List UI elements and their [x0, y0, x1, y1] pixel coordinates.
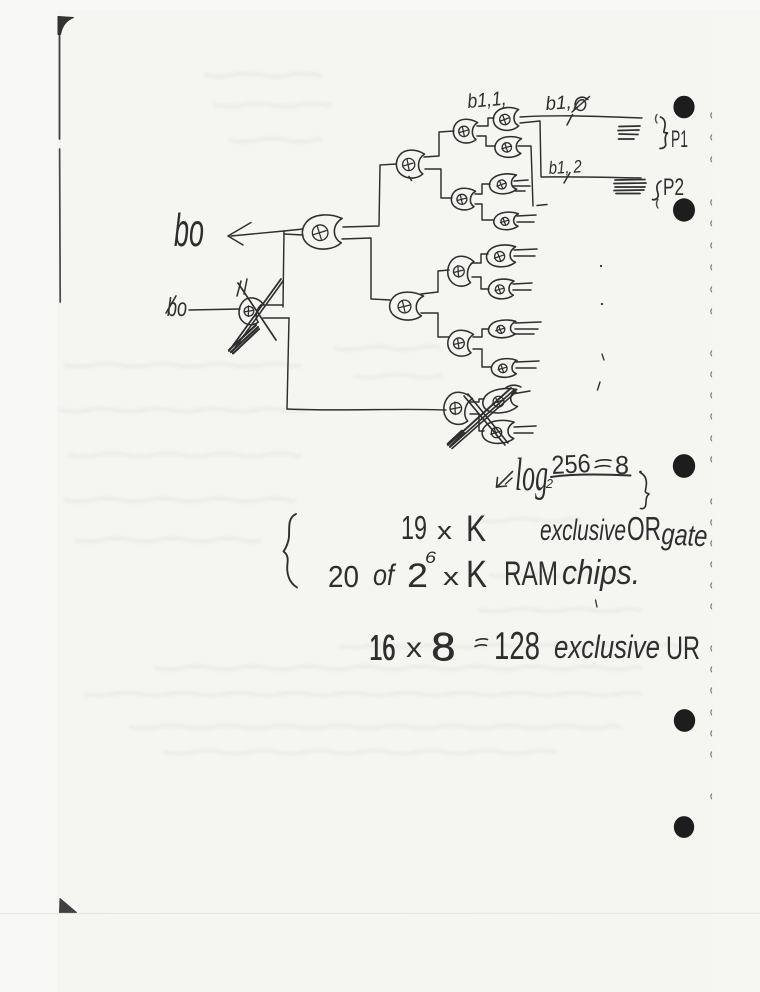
svg-text:log: log: [515, 449, 548, 501]
svg-text:OR: OR: [627, 510, 661, 547]
svg-text:b1, 2: b1, 2: [548, 156, 582, 178]
svg-text:8: 8: [432, 625, 456, 669]
svg-text:2: 2: [407, 557, 428, 595]
svg-text:P1: P1: [671, 126, 688, 153]
svg-text:bo: bo: [167, 292, 187, 322]
svg-text:chips.: chips.: [562, 554, 640, 592]
svg-text:2: 2: [545, 476, 554, 491]
svg-text:P2: P2: [663, 174, 684, 201]
svg-text:128: 128: [494, 625, 540, 668]
svg-text:exclusive: exclusive: [554, 629, 660, 665]
svg-text:16: 16: [369, 627, 395, 668]
svg-text:x: x: [406, 632, 422, 663]
svg-text:b1,1,: b1,1,: [467, 88, 508, 113]
svg-text:UR: UR: [666, 630, 700, 666]
svg-text:K: K: [466, 508, 486, 549]
svg-text:16: 16: [370, 627, 396, 668]
svg-text:RAM: RAM: [504, 555, 558, 593]
svg-text:K: K: [466, 554, 487, 596]
svg-text:6: 6: [425, 548, 437, 567]
svg-text:19: 19: [401, 509, 427, 546]
svg-text:8: 8: [615, 450, 629, 480]
svg-text:exclusive: exclusive: [540, 514, 626, 547]
svg-text:of: of: [373, 559, 396, 592]
svg-text:x: x: [437, 518, 452, 545]
svg-text:bo: bo: [174, 204, 204, 256]
svg-text:b1,: b1,: [545, 92, 572, 115]
svg-text:x: x: [443, 564, 459, 591]
svg-text:8: 8: [431, 625, 455, 669]
svg-text:20: 20: [328, 559, 359, 594]
svg-text:gate: gate: [661, 518, 709, 553]
